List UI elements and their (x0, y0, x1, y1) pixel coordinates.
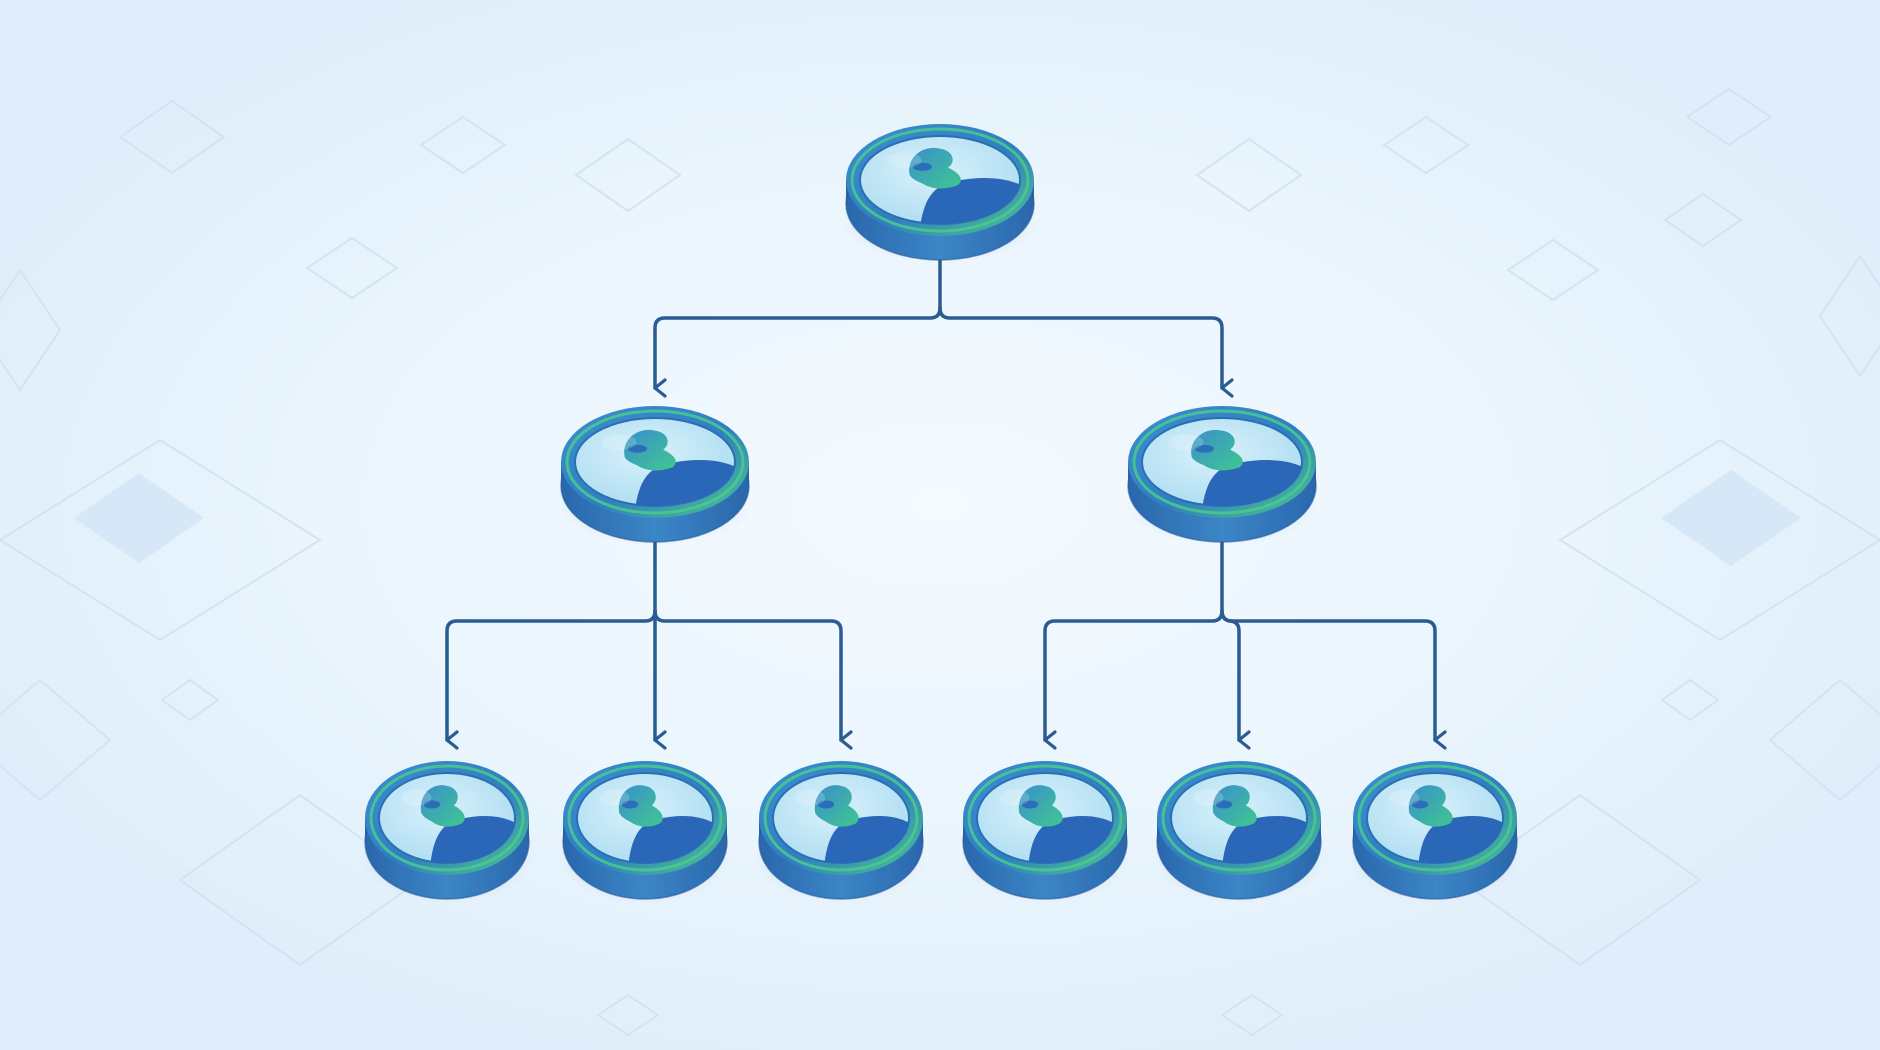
background-diamond (160, 678, 220, 722)
background-diamond (1661, 470, 1801, 566)
node-highlight (1168, 434, 1204, 451)
background-diamond (1506, 238, 1600, 302)
avatar-hair-shade (1021, 800, 1039, 809)
user-avatar-icon (814, 785, 909, 863)
avatar-hair-shade (1194, 444, 1214, 453)
background-diamond (1558, 438, 1880, 642)
avatar-hair-shade (621, 800, 639, 809)
node-highlight (1193, 789, 1224, 806)
tree-node-b3 (1348, 761, 1522, 903)
tree-node-a1 (360, 761, 534, 903)
avatar-hair-shade (423, 800, 441, 809)
background-diamond (1660, 678, 1720, 722)
avatar-head (1408, 785, 1453, 827)
node-highlight (999, 789, 1030, 806)
avatar-head (1191, 429, 1243, 471)
node-accent-ring (967, 764, 1123, 872)
connector-arrow (653, 609, 853, 750)
background-diamond (0, 268, 62, 392)
background-diamond (118, 99, 226, 175)
background-diamond (1195, 137, 1303, 213)
background-diamond (74, 473, 204, 563)
avatar-hair-shade (817, 800, 835, 809)
node-accent-ring (567, 764, 723, 872)
avatar-head (420, 785, 465, 827)
node-accent-ring (369, 764, 525, 872)
background-diamond (1220, 993, 1284, 1037)
tree-node-root (841, 124, 1039, 264)
background-diamond (1768, 678, 1880, 802)
background-diamond (574, 137, 682, 213)
connector-arrow (1043, 609, 1224, 750)
node-accent-ring (763, 764, 919, 872)
avatar-head (1212, 785, 1257, 827)
avatar-head (618, 785, 663, 827)
node-highlight (599, 789, 630, 806)
background-diamond (596, 993, 660, 1037)
background-diamond (1382, 115, 1470, 175)
connector-arrow (938, 306, 1234, 398)
tree-node-a3 (754, 761, 928, 903)
tree-node-a2 (558, 761, 732, 903)
background-diamond (1685, 87, 1773, 147)
node-highlight (795, 789, 826, 806)
node-highlight (601, 434, 637, 451)
node-accent-ring (1161, 764, 1317, 872)
avatar-head (1018, 785, 1063, 827)
avatar-hair-shade (912, 162, 933, 171)
avatar-hair-shade (1215, 800, 1233, 809)
background-diamond (419, 115, 507, 175)
tree-node-b1 (958, 761, 1132, 903)
node-accent-ring (565, 409, 745, 515)
node-group (360, 124, 1522, 903)
node-accent-ring (850, 127, 1030, 233)
background-diamond (1663, 192, 1743, 248)
background-diamond (0, 678, 112, 802)
background-pattern (0, 87, 1880, 1037)
tree-node-a (556, 406, 754, 546)
node-highlight (1389, 789, 1420, 806)
background-diamond (305, 236, 399, 300)
avatar-head (814, 785, 859, 827)
avatar-hair-shade (1411, 800, 1429, 809)
avatar-head (909, 147, 961, 189)
background-diamond (1818, 254, 1880, 378)
connector-arrow (1220, 609, 1447, 750)
connector-arrow (653, 306, 942, 398)
avatar-head (624, 429, 676, 471)
tree-node-b (1123, 406, 1321, 546)
tree-node-b2 (1152, 761, 1326, 903)
node-highlight (401, 789, 432, 806)
node-accent-ring (1132, 409, 1312, 515)
avatar-hair-shade (627, 444, 648, 453)
connector-lines (445, 252, 1447, 750)
background-diamond (0, 438, 322, 642)
node-accent-ring (1357, 764, 1513, 872)
node-highlight (886, 152, 922, 169)
